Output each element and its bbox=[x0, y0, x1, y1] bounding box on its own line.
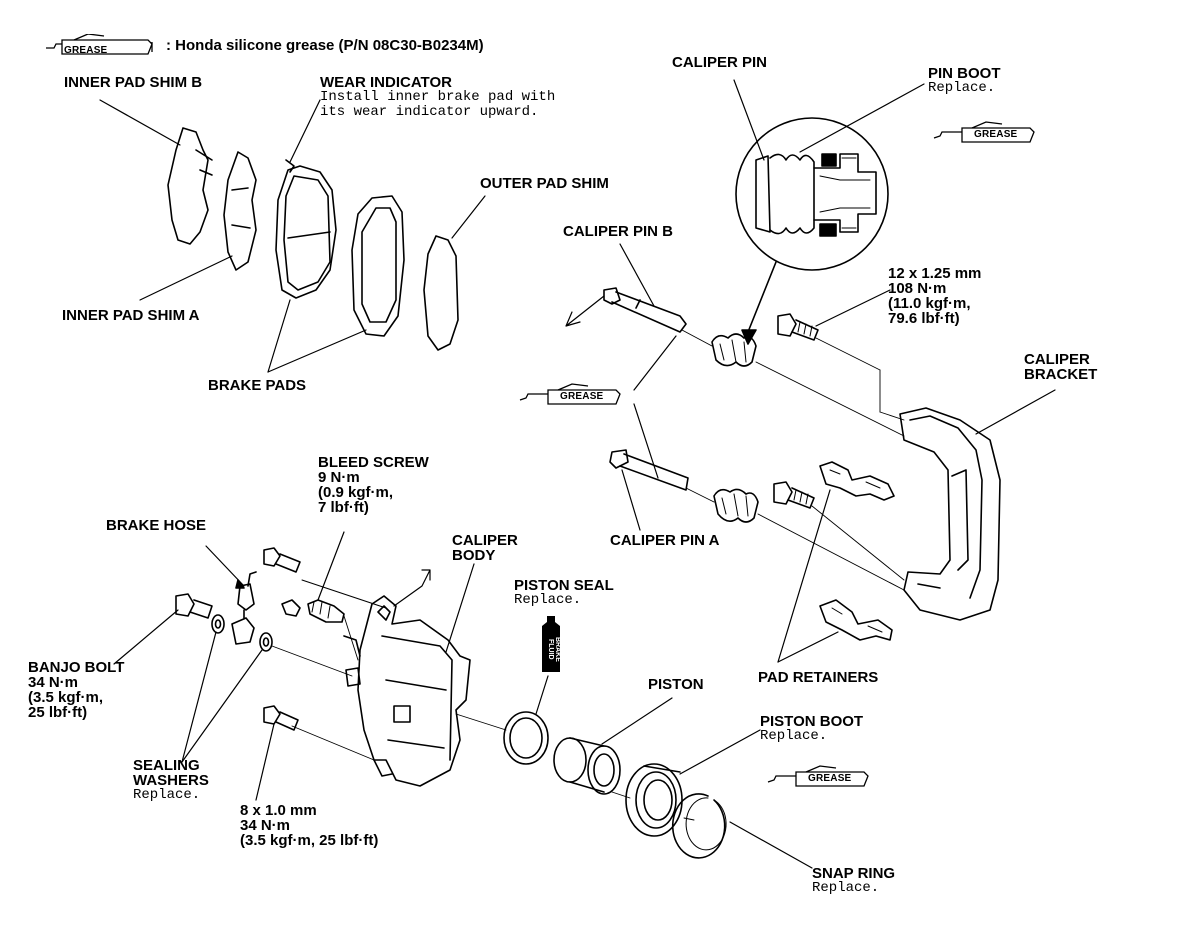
grease-tube-icon bbox=[46, 34, 153, 55]
grease-tube-label: GREASE bbox=[808, 773, 852, 784]
brake-fluid-icon: BRAKE FLUID bbox=[538, 616, 564, 672]
grease-tube-label: GREASE bbox=[560, 391, 604, 402]
caliper-pin-a-part bbox=[609, 449, 689, 491]
caliper-bolt-upper-part bbox=[263, 547, 301, 573]
outer-brake-pad-part bbox=[351, 195, 405, 337]
inner-pad-shim-b-part bbox=[167, 127, 213, 245]
label-outer-pad-shim: OUTER PAD SHIM bbox=[480, 175, 609, 192]
label-caliper-bracket: CALIPER BRACKET bbox=[1024, 351, 1098, 383]
legend-text: : Honda silicone grease (P/N 08C30-B0234… bbox=[166, 37, 484, 54]
bracket-bolt-upper-part bbox=[777, 313, 819, 341]
grease-tube-icon: GREASE bbox=[766, 764, 872, 788]
assembly-guide-lines bbox=[681, 329, 905, 591]
label-snap-ring: SNAP RING Replace. bbox=[812, 865, 896, 896]
inner-pad-shim-a-part bbox=[223, 151, 257, 271]
label-caliper-body: CALIPER BODY bbox=[452, 532, 518, 564]
label-banjo-bolt-torque: BANJO BOLT 34 N·m (3.5 kgf·m, 25 lbf·ft) bbox=[28, 659, 125, 721]
label-brake-hose: BRAKE HOSE bbox=[106, 517, 207, 534]
outer-pad-shim-part bbox=[423, 235, 459, 351]
grease-tube-label: GREASE bbox=[974, 129, 1018, 140]
label-caliper-pin-b: CALIPER PIN B bbox=[563, 223, 674, 240]
banjo-bolt-part bbox=[175, 593, 213, 619]
label-piston-boot: PISTON BOOT Replace. bbox=[760, 713, 864, 744]
label-piston-seal: PISTON SEAL Replace. bbox=[514, 577, 614, 608]
caliper-pin-b-part bbox=[603, 287, 687, 333]
caliper-bracket-part bbox=[899, 407, 1001, 621]
label-caliper-pin: CALIPER PIN bbox=[672, 54, 768, 71]
pad-leader-lines bbox=[99, 99, 486, 373]
label-piston: PISTON bbox=[648, 676, 704, 693]
brake-hose-part bbox=[231, 571, 257, 645]
caliper-bolt-lower-part bbox=[263, 705, 299, 731]
piston-part bbox=[553, 737, 621, 795]
label-bleed-screw: BLEED SCREW 9 N·m (0.9 kgf·m, 7 lbf·ft) bbox=[318, 454, 429, 516]
label-caliper-pin-a: CALIPER PIN A bbox=[610, 532, 720, 549]
pad-retainer-lower-part bbox=[819, 599, 893, 641]
pad-retainer-upper-part bbox=[819, 461, 895, 501]
inner-brake-pad-part bbox=[275, 159, 337, 299]
grease-tube-icon: GREASE bbox=[518, 382, 624, 406]
pin-boot-part bbox=[711, 333, 757, 367]
pin-boot-a-part bbox=[713, 488, 759, 523]
piston-boot-part bbox=[625, 763, 683, 837]
label-sealing-washers: SEALING WASHERS Replace. bbox=[133, 757, 209, 803]
snap-ring-part bbox=[671, 793, 727, 859]
label-inner-pad-shim-a: INNER PAD SHIM A bbox=[62, 307, 200, 324]
label-wear-indicator: WEAR INDICATOR Install inner brake pad w… bbox=[320, 74, 556, 120]
grease-tube-icon: GREASE bbox=[932, 120, 1038, 144]
label-brake-pads: BRAKE PADS bbox=[208, 377, 307, 394]
pin-boot-detail bbox=[735, 117, 889, 271]
label-caliper-bolt-torque: 8 x 1.0 mm 34 N·m (3.5 kgf·m, 25 lbf·ft) bbox=[240, 802, 379, 849]
label-pin-boot: PIN BOOT Replace. bbox=[928, 65, 1001, 96]
caliper-body-part bbox=[301, 579, 471, 787]
label-bracket-bolt-torque: 12 x 1.25 mm 108 N·m (11.0 kgf·m, 79.6 l… bbox=[888, 265, 982, 327]
label-pad-retainers: PAD RETAINERS bbox=[758, 669, 879, 686]
label-inner-pad-shim-b: INNER PAD SHIM B bbox=[64, 74, 203, 91]
bleed-screw-part bbox=[281, 599, 345, 623]
bracket-bolt-lower-part bbox=[773, 481, 815, 509]
legend-tube-label: GREASE bbox=[64, 45, 108, 56]
piston-seal-part bbox=[503, 711, 549, 765]
sealing-washers-part bbox=[211, 614, 273, 652]
brake-fluid-label: BRAKE FLUID bbox=[547, 636, 561, 662]
